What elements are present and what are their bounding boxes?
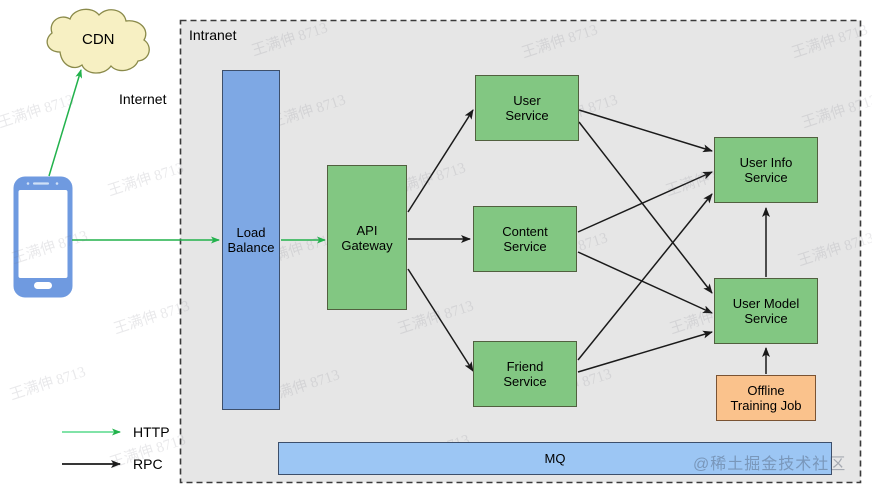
node-mq[interactable]: MQ — [278, 442, 832, 475]
node-offline-training-job[interactable]: Offline Training Job — [716, 375, 816, 421]
content-service-label: Content Service — [502, 224, 548, 254]
user-service-label: User Service — [505, 93, 549, 123]
user-info-service-label: User Info Service — [739, 155, 793, 185]
node-friend-service[interactable]: Friend Service — [473, 341, 577, 407]
load-balance-label: Load Balance — [227, 225, 275, 255]
edge-friendservice-usermodel — [577, 330, 713, 373]
edge-apigateway-userservice — [407, 109, 474, 213]
node-user-info-service[interactable]: User Info Service — [714, 137, 818, 203]
edge-friendservice-userinfo — [577, 193, 713, 361]
node-content-service[interactable]: Content Service — [473, 206, 577, 272]
edge-contentservice-userinfo — [577, 171, 713, 233]
edge-contentservice-usermodel — [577, 251, 713, 314]
edge-phone-cdn — [48, 69, 83, 177]
edge-userservice-usermodel — [578, 121, 713, 294]
legend-item-http: HTTP — [133, 424, 170, 440]
api-gateway-label: API Gateway — [341, 222, 393, 253]
node-load-balance[interactable]: Load Balance — [222, 70, 280, 410]
edge-apigateway-friendservice — [407, 268, 474, 372]
node-user-model-service[interactable]: User Model Service — [714, 278, 818, 344]
legend-item-rpc: RPC — [133, 456, 163, 472]
cdn-cloud-shape — [46, 8, 150, 74]
node-user-service[interactable]: User Service — [475, 75, 579, 141]
friend-service-label: Friend Service — [503, 359, 547, 389]
edge-userservice-userinfo — [578, 109, 713, 153]
node-api-gateway[interactable]: API Gateway — [327, 165, 407, 310]
internet-label: Internet — [119, 91, 167, 107]
mobile-phone-shape — [13, 176, 73, 298]
intranet-label: Intranet — [189, 27, 237, 43]
cdn-label: CDN — [82, 31, 115, 48]
offline-training-job-label: Offline Training Job — [730, 383, 802, 413]
user-model-service-label: User Model Service — [732, 296, 800, 326]
mq-label: MQ — [544, 451, 566, 466]
